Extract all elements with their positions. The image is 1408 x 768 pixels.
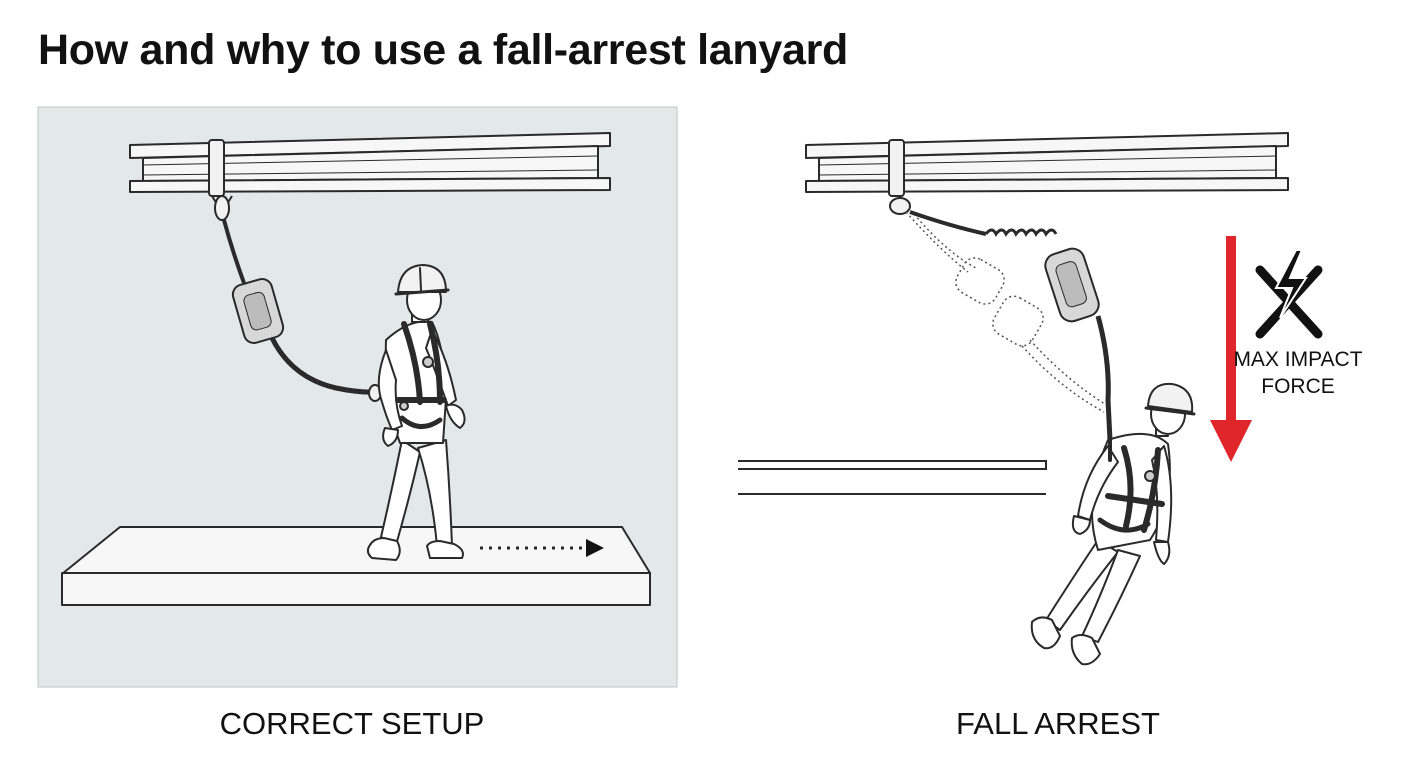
fall-arrow-icon <box>1210 236 1252 462</box>
worker-icon <box>1030 382 1196 666</box>
caption-fall-arrest: FALL ARREST <box>956 706 1160 741</box>
walking-arrow-icon <box>480 539 604 557</box>
impact-force-label: MAX IMPACT FORCE <box>1228 346 1368 400</box>
impact-label-line1: MAX IMPACT <box>1233 348 1363 371</box>
impact-label-line2: FORCE <box>1261 375 1335 398</box>
lanyard-icon <box>888 139 1113 441</box>
page-title: How and why to use a fall-arrest lanyard <box>38 26 848 74</box>
platform <box>61 526 651 606</box>
lanyard-icon <box>208 139 382 402</box>
i-beam-icon <box>129 132 611 193</box>
ledge <box>738 460 1047 495</box>
impact-force-icon <box>1255 249 1323 339</box>
i-beam-icon <box>805 132 1289 193</box>
worker-icon <box>366 264 466 561</box>
caption-correct-setup: CORRECT SETUP <box>219 706 485 741</box>
